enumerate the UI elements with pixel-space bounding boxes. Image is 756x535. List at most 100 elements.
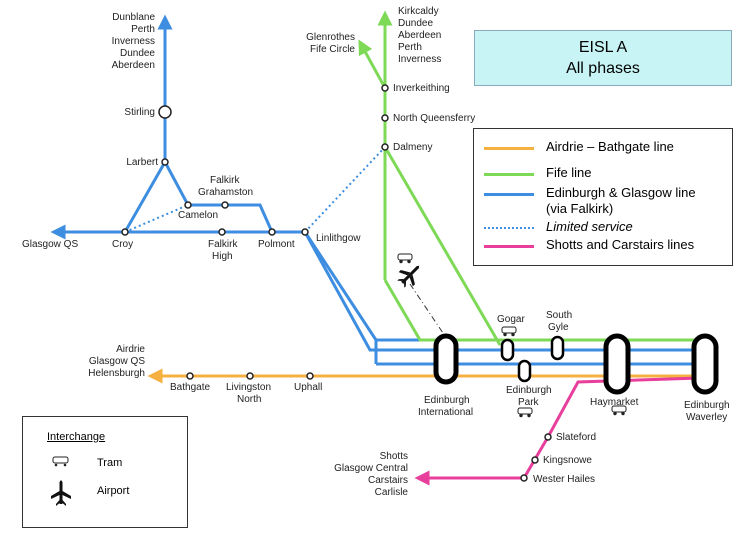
station-label-uphall: Uphall <box>294 382 322 393</box>
legend: Airdrie – Bathgate line Fife line Edinbu… <box>473 128 733 266</box>
tram-icon <box>501 326 517 337</box>
svg-text:Glasgow Central: Glasgow Central <box>334 463 408 474</box>
station-label-falkirk-grahamston-2: Grahamston <box>198 187 253 198</box>
airport-link <box>409 283 446 337</box>
larbert-marker <box>161 158 169 166</box>
station-label-south-gyle-2: Gyle <box>548 322 569 333</box>
bathgate-marker <box>186 372 194 380</box>
station-label-camelon: Camelon <box>178 210 218 221</box>
linlithgow-marker <box>301 228 309 236</box>
inverkeithing-marker <box>381 84 389 92</box>
camelon-marker <box>184 201 192 209</box>
destination-glasgow-qs: Glasgow QS <box>22 239 78 250</box>
legend-item-limited-service: Limited service <box>484 219 726 235</box>
svg-text:Helensburgh: Helensburgh <box>88 368 145 379</box>
station-label-inverkeithing: Inverkeithing <box>393 83 450 94</box>
svg-text:Carstairs: Carstairs <box>368 475 408 486</box>
legend-item-airdrie-bathgate: Airdrie – Bathgate line <box>484 139 726 155</box>
legend-swatch <box>484 173 534 176</box>
glenrothes-destinations: Glenrothes Fife Circle <box>306 32 355 55</box>
station-dots <box>121 84 552 482</box>
wester-hailes-marker <box>520 474 528 482</box>
station-label-polmont: Polmont <box>258 239 295 250</box>
svg-text:Dundee: Dundee <box>398 18 433 29</box>
livingston-north-marker <box>246 372 254 380</box>
svg-text:Kirkcaldy: Kirkcaldy <box>398 6 439 17</box>
svg-text:Shotts: Shotts <box>380 451 408 462</box>
tram-icon <box>611 405 627 416</box>
station-label-south-gyle-1: South <box>546 310 572 321</box>
tram-icon <box>52 456 69 467</box>
tram-icon <box>517 407 533 418</box>
title-line-2: All phases <box>566 60 640 77</box>
station-label-edinburgh-park-1: Edinburgh <box>506 385 552 396</box>
gogar-interchange <box>500 338 515 362</box>
station-label-linlithgow: Linlithgow <box>316 233 361 244</box>
airport-icon <box>397 265 420 288</box>
north-queensferry-marker <box>381 114 389 122</box>
station-label-kingsknowe: Kingsnowe <box>543 455 592 466</box>
svg-text:Glenrothes: Glenrothes <box>306 32 355 43</box>
svg-text:Dunblane: Dunblane <box>112 12 155 23</box>
station-label-north-queensferry: North Queensferry <box>393 113 475 124</box>
north-destinations: Dunblane Perth Inverness Dundee Aberdeen <box>112 12 156 71</box>
svg-text:Carlisle: Carlisle <box>375 487 409 498</box>
edinburgh-waverley-interchange <box>691 333 719 395</box>
edinburgh-international-interchange <box>433 333 459 385</box>
croy-marker <box>121 228 129 236</box>
svg-text:Dundee: Dundee <box>120 48 155 59</box>
interchange-stations <box>433 333 719 395</box>
station-label-larbert: Larbert <box>126 157 158 168</box>
airdrie-destinations: Airdrie Glasgow QS Helensburgh <box>88 344 145 379</box>
station-label-wester-hailes: Wester Hailes <box>533 474 595 485</box>
edinburgh-glasgow-line <box>50 14 700 366</box>
tram-icons <box>397 253 627 418</box>
limited-service-links <box>124 146 386 233</box>
slateford-marker <box>544 433 552 441</box>
falkirk-grahamston-marker <box>221 201 229 209</box>
kingsknowe-marker <box>531 456 539 464</box>
station-label-edinburgh-international-2: International <box>418 407 473 418</box>
edinburgh-park-interchange <box>517 359 532 383</box>
legend-swatch <box>484 193 534 196</box>
interchange-airport-label: Airport <box>97 485 130 497</box>
southwest-destinations: Shotts Glasgow Central Carstairs Carlisl… <box>334 451 408 498</box>
svg-text:Perth: Perth <box>398 42 422 53</box>
legend-swatch <box>484 227 534 229</box>
svg-text:Perth: Perth <box>131 24 155 35</box>
svg-text:Aberdeen: Aberdeen <box>112 60 155 71</box>
svg-text:Aberdeen: Aberdeen <box>398 30 441 41</box>
stirling-marker <box>158 105 172 119</box>
legend-swatch <box>484 147 534 150</box>
station-label-falkirk-high-2: High <box>212 251 233 262</box>
interchange-key: Interchange Tram Airport <box>22 416 188 528</box>
station-label-stirling: Stirling <box>124 107 155 118</box>
legend-item-fife: Fife line <box>484 165 726 181</box>
title-line-1: EISL A <box>578 39 628 56</box>
station-label-edinburgh-park-2: Park <box>518 397 540 408</box>
svg-text:Inverness: Inverness <box>112 36 155 47</box>
station-label-livingston-north-1: Livingston <box>226 382 271 393</box>
title-box: EISL A All phases <box>474 30 732 86</box>
station-label-edinburgh-waverley-1: Edinburgh <box>684 400 730 411</box>
legend-swatch <box>484 245 534 248</box>
station-label-slateford: Slateford <box>556 432 596 443</box>
svg-text:Airdrie: Airdrie <box>116 344 145 355</box>
interchange-tram-label: Tram <box>97 457 123 469</box>
station-label-haymarket: Haymarket <box>590 397 639 408</box>
tram-icon <box>397 253 413 264</box>
south-gyle-interchange <box>550 335 565 361</box>
legend-item-edinburgh-glasgow: Edinburgh & Glasgow line (via Falkirk) <box>484 185 716 217</box>
station-label-edinburgh-international-1: Edinburgh <box>424 395 470 406</box>
fife-destinations: Kirkcaldy Dundee Aberdeen Perth Invernes… <box>398 6 441 65</box>
station-label-gogar: Gogar <box>497 314 525 325</box>
airport-icon <box>51 480 71 506</box>
polmont-marker <box>268 228 276 236</box>
uphall-marker <box>306 372 314 380</box>
station-label-dalmeny: Dalmeny <box>393 142 432 153</box>
station-label-bathgate: Bathgate <box>170 382 210 393</box>
svg-text:Inverness: Inverness <box>398 54 441 65</box>
legend-item-shotts-carstairs: Shotts and Carstairs lines <box>484 237 726 253</box>
station-label-croy: Croy <box>112 239 133 250</box>
